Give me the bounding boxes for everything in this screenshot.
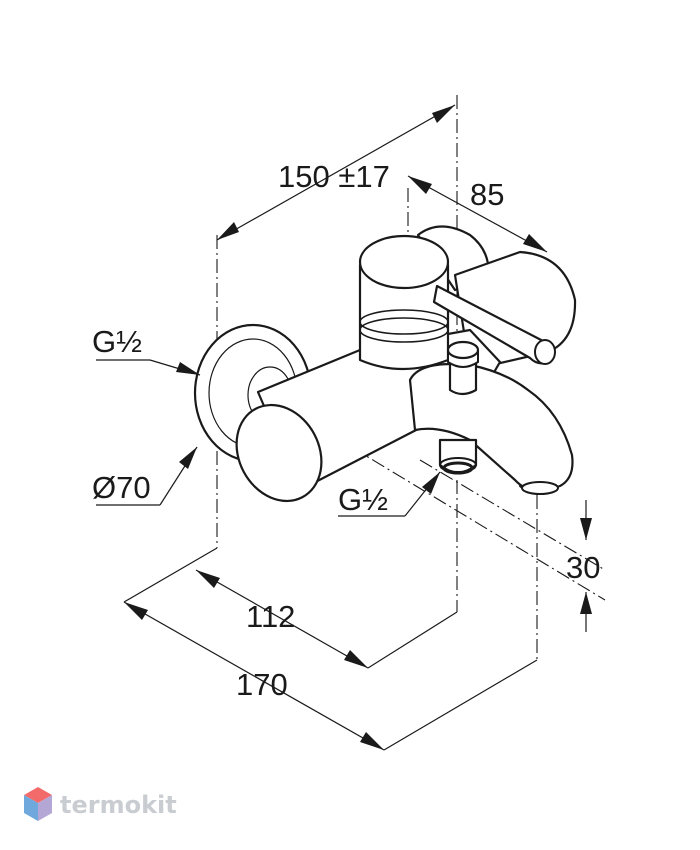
front-cap	[235, 403, 323, 503]
termokit-logo-icon	[24, 787, 52, 821]
label-150: 150 ±17	[278, 159, 390, 194]
label-85: 85	[470, 177, 504, 212]
label-diameter-70: Ø70	[92, 470, 151, 505]
dimension-labels: 150 ±17 85 G½ Ø70 G½ 30 112 170	[92, 159, 600, 702]
termokit-watermark: termokit	[24, 787, 177, 821]
diverter-knob	[448, 358, 478, 396]
label-g-half-inlet: G½	[92, 324, 142, 359]
label-30: 30	[566, 550, 600, 585]
spout	[408, 362, 574, 494]
watermark-brand-text: termokit	[60, 791, 177, 819]
label-170: 170	[236, 667, 288, 702]
label-112: 112	[246, 599, 295, 634]
cartridge-top	[358, 234, 450, 290]
label-g-half-outlet: G½	[338, 482, 388, 517]
dimension-lines	[96, 104, 592, 751]
faucet-body	[193, 225, 577, 503]
